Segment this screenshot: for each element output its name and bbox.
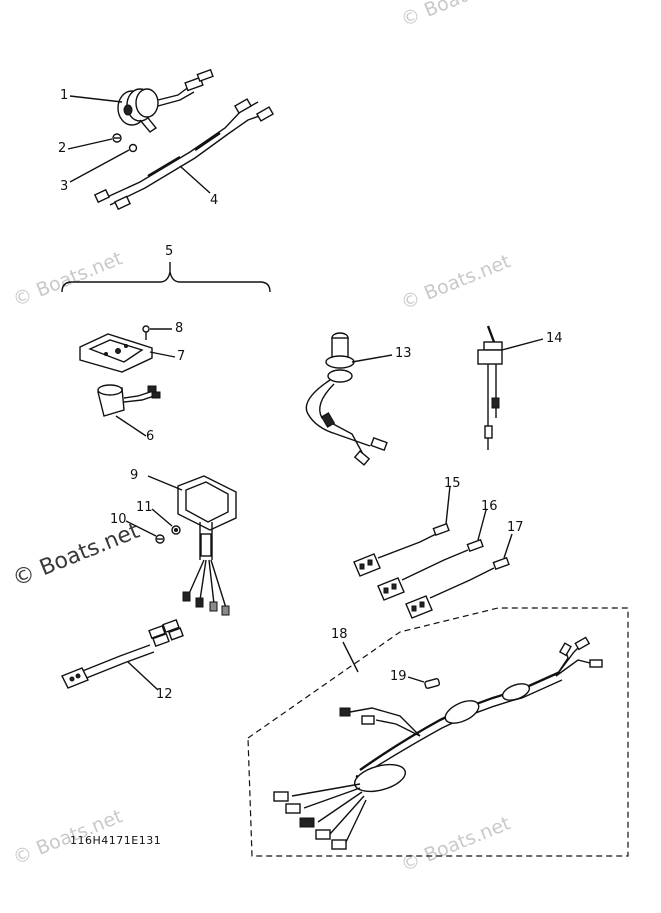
callout-18: 18 [331,627,348,642]
callout-leader-19 [407,676,425,683]
callout-9: 9 [130,468,139,483]
callout-leader-10 [125,520,157,537]
callout-leader-6 [115,415,147,437]
callout-leader-18 [342,641,359,673]
callout-leader-12 [127,661,159,691]
screw-icon [155,534,165,544]
drawing-code: 116H4171E131 [70,834,162,847]
callout-leader-7 [149,351,176,358]
callout-leader-16 [477,509,487,541]
callout-leader-2 [67,138,113,150]
callout-15: 15 [444,476,461,491]
callout-leader-3 [69,149,130,183]
key-switch-icon [305,332,388,466]
callout-1: 1 [60,88,69,103]
callout-12: 12 [156,687,173,702]
callout-3: 3 [60,179,69,194]
fuse-icon [424,678,441,689]
washer-icon [171,525,181,535]
callout-leader-11 [151,508,173,527]
callout-2: 2 [58,141,67,156]
callout-leader-4 [179,165,211,194]
callout-leader-1 [69,95,123,103]
callout-5: 5 [165,244,174,259]
callout-leader-15 [445,485,451,525]
wire-lead-icon [61,618,184,689]
horn-icon [117,68,214,133]
callout-19: 19 [390,669,407,684]
harness-group-outline [247,607,629,857]
callout-14: 14 [546,331,563,346]
screw-icon [112,133,122,143]
callout-leader-14 [501,338,544,351]
plate-icon [79,333,153,373]
callout-13: 13 [395,346,412,361]
toggle-switch-icon [477,325,503,450]
callout-11: 11 [136,500,153,515]
switch-body-icon [97,384,161,417]
callout-16: 16 [481,499,498,514]
callout-leader-17 [503,533,513,559]
callout-leader-9 [147,475,183,491]
callout-6: 6 [146,429,155,444]
callout-leader-13 [351,354,393,363]
bracket-group-icon [61,271,271,293]
box-bracket-icon [177,475,237,616]
wire-lead-icon [93,98,275,211]
connector-lead-icon [377,538,484,601]
callout-10: 10 [110,512,127,527]
callout-8: 8 [175,321,184,336]
wire-harness-icon [273,636,603,850]
screw-icon [142,325,150,340]
connector-lead-icon [405,556,510,619]
connector-lead-icon [353,522,450,577]
callout-17: 17 [507,520,524,535]
callout-7: 7 [177,349,186,364]
callout-4: 4 [210,193,219,208]
washer-icon [128,143,138,153]
